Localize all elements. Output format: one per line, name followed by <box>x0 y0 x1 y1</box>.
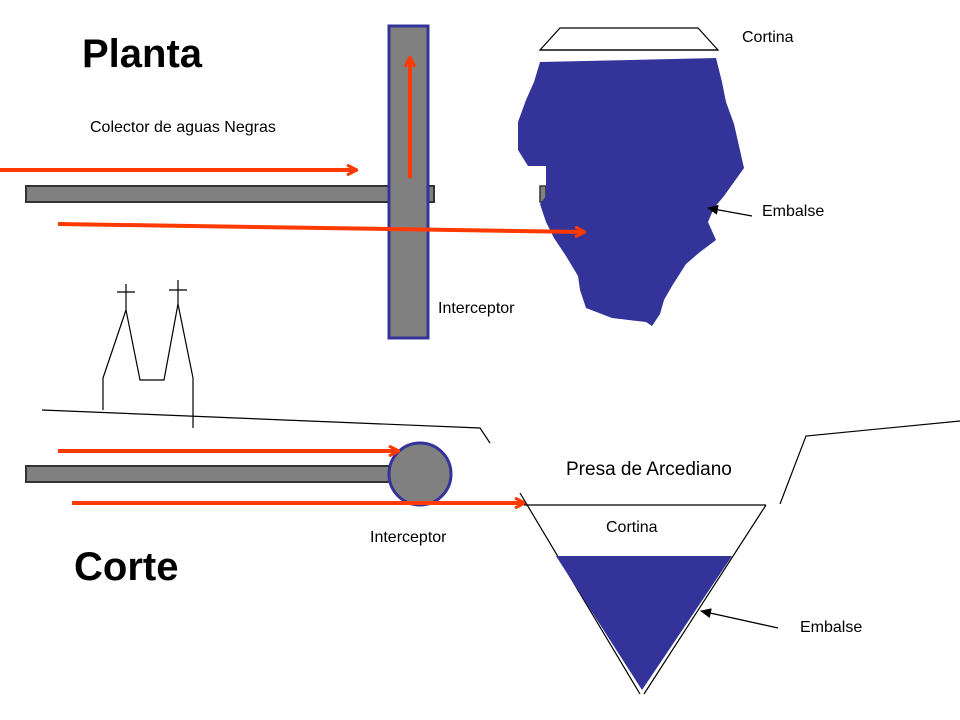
dam-crest-plan <box>538 27 720 51</box>
flow-arrow-to-reservoir <box>57 222 584 232</box>
dam-name-label: Presa de Arcediano <box>566 459 732 480</box>
embalse-pointer-plan <box>707 204 753 217</box>
collector-pipe <box>25 185 435 203</box>
cortina-label-section: Cortina <box>606 519 658 536</box>
interceptor-label-section: Interceptor <box>370 529 447 546</box>
valley-side-left <box>519 492 641 695</box>
terrain-right <box>779 420 960 505</box>
embalse-label-section: Embalse <box>800 619 862 636</box>
valley-side-right <box>643 504 767 695</box>
collector-label: Colector de aguas Negras <box>90 119 276 136</box>
church-icon <box>102 280 194 428</box>
reservoir-water-plan <box>518 58 744 326</box>
corte-title: Corte <box>74 545 178 589</box>
collector-pipe-section <box>25 465 427 483</box>
reservoir-plan <box>518 27 744 326</box>
interceptor-label-plan: Interceptor <box>438 300 515 317</box>
planta-title: Planta <box>82 32 203 76</box>
cortina-label-plan: Cortina <box>742 29 794 46</box>
terrain-left <box>41 409 491 444</box>
embalse-pointer-section <box>700 608 779 629</box>
interceptor-section <box>387 441 453 507</box>
reservoir-water-section <box>556 556 732 690</box>
embalse-label-plan: Embalse <box>762 203 824 220</box>
